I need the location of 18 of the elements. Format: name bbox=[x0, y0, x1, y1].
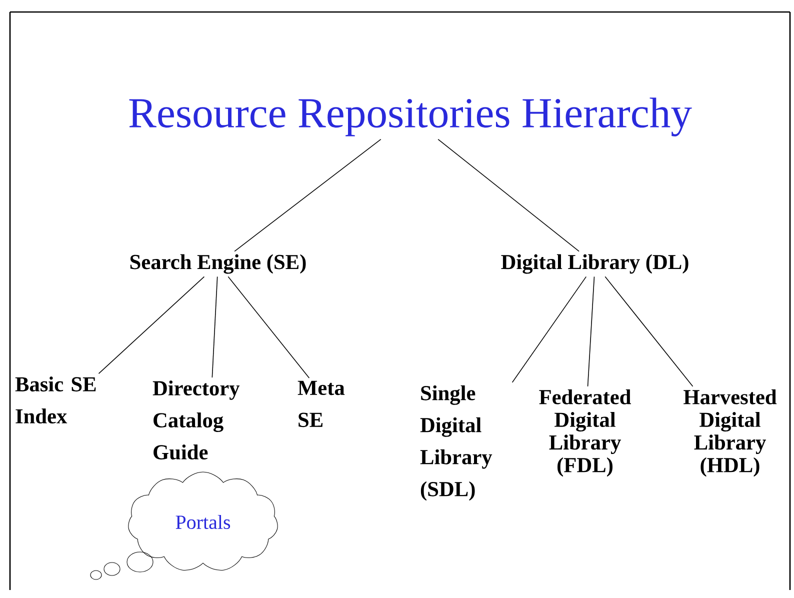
category-label: Search Engine (SE) bbox=[130, 254, 306, 274]
connector-line bbox=[212, 276, 218, 378]
connector-line bbox=[228, 276, 310, 378]
thought-cloud: Portals bbox=[128, 472, 278, 570]
leaf-label: Federated Digital Library (FDL) bbox=[539, 389, 631, 477]
leaf-label: Basic SE Index bbox=[15, 376, 96, 424]
title-text: Resource Repositories Hierarchy bbox=[129, 98, 692, 136]
connector-line bbox=[512, 276, 587, 383]
connector-line bbox=[98, 276, 205, 374]
connector-line bbox=[604, 276, 694, 387]
connector-line bbox=[234, 138, 382, 252]
leaf-label: Harvested Digital Library (HDL) bbox=[684, 389, 777, 477]
connector-line bbox=[587, 276, 595, 387]
leaf-label: Directory Catalog Guide bbox=[152, 380, 240, 460]
leaf-label: Meta SE bbox=[298, 380, 345, 428]
connector-line bbox=[438, 138, 580, 252]
leaf-label: Single Digital Library (SDL) bbox=[420, 385, 492, 501]
category-label: Digital Library (DL) bbox=[501, 254, 688, 274]
